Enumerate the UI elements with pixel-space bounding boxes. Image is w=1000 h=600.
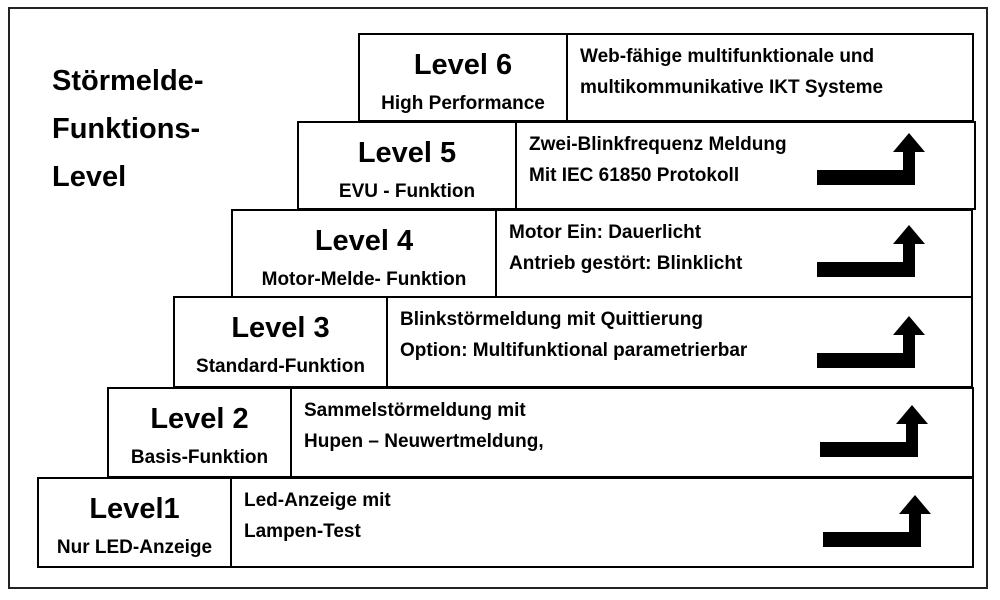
level-5-name: Level 5 (357, 137, 457, 169)
level-1-desc-line-2: Lampen-Test (244, 521, 361, 542)
step-up-arrow-icon (817, 316, 925, 368)
diagram-title: Störmelde- Funktions- Level (52, 57, 203, 201)
level-3-name: Level 3 (231, 312, 330, 344)
level-1-name: Level1 (89, 493, 180, 525)
level-2-desc-line-2: Hupen – Neuwertmeldung, (304, 431, 544, 452)
title-line-3: Level (52, 161, 127, 193)
level-1-desc-line-1: Led-Anzeige mit (244, 490, 391, 511)
step-up-arrow-icon (817, 225, 925, 277)
level-3-box: Level 3 Standard-Funktion (173, 296, 388, 388)
step-up-arrow-icon (820, 405, 928, 457)
level-6-box: Level 6 High Performance (358, 33, 568, 122)
level-6-desc-line-2: multikommunikative IKT Systeme (580, 77, 884, 98)
level-3-desc-line-1: Blinkstörmeldung mit Quittierung (400, 309, 703, 330)
level-3-desc-line-2: Option: Multifunktional parametrierbar (400, 340, 748, 361)
level-5-subtitle: EVU - Funktion (338, 181, 476, 202)
level-5-desc-line-1: Zwei-Blinkfrequenz Meldung (529, 134, 787, 155)
level-1-description: Led-Anzeige mit Lampen-Test (230, 477, 974, 568)
level-1-box: Level1 Nur LED-Anzeige (37, 477, 232, 568)
title-line-1: Störmelde- (52, 65, 204, 97)
level-6-name: Level 6 (413, 49, 513, 81)
diagram-frame (8, 7, 988, 589)
title-line-2: Funktions- (52, 113, 201, 145)
level-6-subtitle: High Performance (381, 93, 545, 114)
level-2-name: Level 2 (150, 403, 249, 435)
level-2-desc-line-1: Sammelstörmeldung mit (304, 400, 526, 421)
level-2-subtitle: Basis-Funktion (130, 447, 269, 468)
level-3-description: Blinkstörmeldung mit Quittierung Option:… (386, 296, 973, 388)
level-3-subtitle: Standard-Funktion (196, 356, 365, 377)
level-4-subtitle: Motor-Melde- Funktion (261, 269, 467, 290)
step-up-arrow-icon (817, 133, 925, 185)
level-4-box: Level 4 Motor-Melde- Funktion (231, 209, 497, 298)
level-6-desc-line-1: Web-fähige multifunktionale und (580, 46, 875, 67)
level-4-desc-line-1: Motor Ein: Dauerlicht (509, 222, 702, 243)
level-2-box: Level 2 Basis-Funktion (107, 387, 292, 478)
level-4-name: Level 4 (314, 225, 414, 257)
level-5-desc-line-2: Mit IEC 61850 Protokoll (529, 165, 740, 186)
level-4-desc-line-2: Antrieb gestört: Blinklicht (509, 253, 743, 274)
level-1-subtitle: Nur LED-Anzeige (56, 537, 213, 558)
level-6-description: Web-fähige multifunktionale und multikom… (566, 33, 974, 122)
level-5-box: Level 5 EVU - Funktion (297, 121, 517, 210)
step-up-arrow-icon (823, 495, 931, 547)
level-2-description: Sammelstörmeldung mit Hupen – Neuwertmel… (290, 387, 974, 478)
